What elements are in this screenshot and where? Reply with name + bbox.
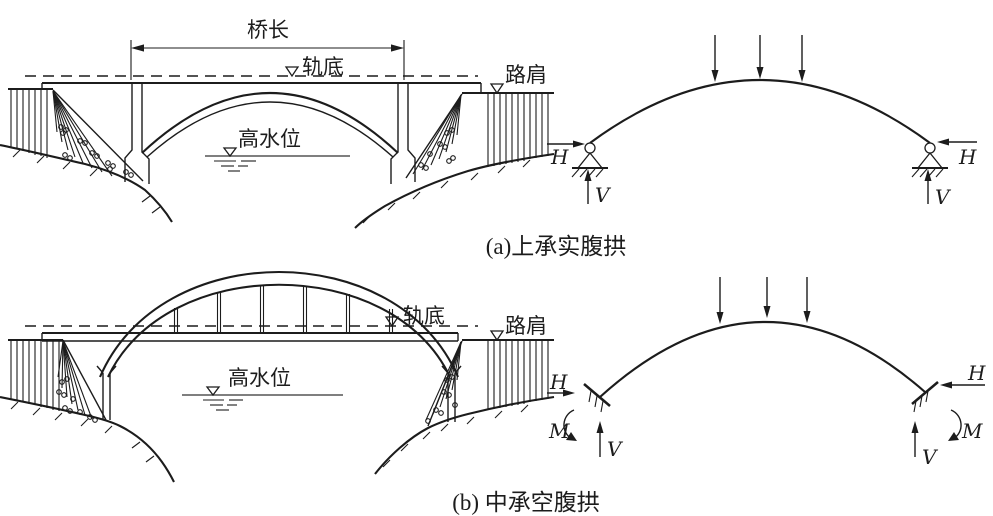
dimension-bridge-length: 桥长 bbox=[130, 18, 405, 80]
rail-bottom-label: 轨底 bbox=[403, 304, 445, 328]
ground-line bbox=[374, 395, 555, 475]
v-right-label: V bbox=[922, 445, 939, 469]
arch-axis bbox=[589, 78, 931, 144]
thrust-arrow-right: H bbox=[940, 361, 986, 389]
bridge-a-elevation-drawing: 桥长 轨底 高水位 bbox=[0, 18, 555, 229]
thrust-arrow-right: H bbox=[937, 138, 977, 169]
load-arrows bbox=[716, 277, 811, 324]
shoulder-label: 路肩 bbox=[505, 314, 547, 338]
m-right-label: M bbox=[961, 419, 983, 443]
pin-support-right bbox=[911, 142, 948, 178]
high-water-label: 高水位 bbox=[228, 366, 291, 390]
ground-hatch bbox=[10, 401, 155, 463]
arch-b-force-scheme: H H M M V V bbox=[547, 277, 986, 469]
load-arrows bbox=[711, 35, 806, 82]
level-mark-icon bbox=[489, 330, 505, 342]
deck bbox=[41, 81, 482, 93]
level-mark-icon bbox=[222, 147, 238, 158]
h-left-label: H bbox=[550, 145, 569, 169]
moment-arrow-right: M bbox=[948, 409, 983, 443]
reaction-arrow-left: V bbox=[584, 169, 612, 207]
riprap-stones bbox=[56, 376, 98, 423]
riprap-stones bbox=[418, 127, 456, 171]
thrust-arrow-left: H bbox=[547, 140, 585, 169]
level-mark-icon bbox=[284, 66, 300, 78]
h-right-label: H bbox=[967, 361, 986, 385]
high-water-level: 高水位 bbox=[182, 366, 343, 411]
rail-bottom-label: 轨底 bbox=[302, 55, 344, 79]
moment-arrow-left: M bbox=[548, 409, 577, 443]
water-ripples bbox=[214, 160, 256, 172]
fixed-support-left bbox=[583, 383, 611, 413]
right-abutment bbox=[354, 91, 555, 229]
reaction-arrow-left: V bbox=[596, 421, 624, 461]
fixed-support-right bbox=[911, 381, 939, 413]
v-left-label: V bbox=[595, 183, 612, 207]
rail-bottom-level: 轨底 bbox=[25, 304, 478, 328]
shoulder-label: 路肩 bbox=[505, 63, 547, 87]
spandrel-columns bbox=[173, 286, 394, 333]
ground-line bbox=[0, 143, 173, 223]
reaction-arrow-right: V bbox=[911, 421, 939, 469]
caption-panel-a: (a)上承实腹拱 bbox=[485, 234, 627, 259]
arch-ring bbox=[141, 91, 399, 158]
ground-line bbox=[0, 395, 175, 483]
reaction-arrow-right: V bbox=[924, 169, 952, 209]
left-abutment bbox=[0, 338, 175, 483]
bridge-b-elevation-drawing: 轨底 高水位 bbox=[0, 270, 555, 483]
span-length-label: 桥长 bbox=[247, 18, 289, 42]
v-left-label: V bbox=[607, 437, 624, 461]
slope-fan-lines bbox=[425, 341, 462, 421]
thrust-arrow-left: H bbox=[547, 370, 575, 397]
arch-axis bbox=[599, 320, 926, 398]
v-right-label: V bbox=[935, 185, 952, 209]
h-right-label: H bbox=[958, 145, 977, 169]
ground-hatch bbox=[12, 149, 161, 214]
caption-panel-b: (b) 中承空腹拱 bbox=[452, 490, 600, 515]
m-left-label: M bbox=[548, 419, 570, 443]
slope-fan-lines bbox=[412, 94, 462, 175]
level-mark-icon bbox=[205, 386, 221, 397]
left-abutment bbox=[0, 87, 173, 223]
arch-a-force-scheme: H H V V bbox=[547, 35, 977, 209]
level-mark-icon bbox=[489, 83, 505, 95]
riprap-stones bbox=[425, 374, 458, 424]
shoulder-level: 路肩 bbox=[489, 314, 547, 342]
water-ripples bbox=[203, 399, 243, 411]
ground-hatch bbox=[382, 404, 529, 468]
ground-hatch bbox=[362, 159, 531, 224]
pin-support-left bbox=[571, 142, 608, 178]
high-water-label: 高水位 bbox=[238, 127, 301, 151]
shoulder-level: 路肩 bbox=[489, 63, 547, 95]
deck bbox=[41, 331, 459, 342]
h-left-label: H bbox=[549, 370, 568, 394]
right-abutment bbox=[374, 338, 555, 475]
rail-bottom-level: 轨底 bbox=[25, 55, 478, 79]
ground-line bbox=[354, 152, 555, 229]
high-water-level: 高水位 bbox=[205, 127, 350, 172]
